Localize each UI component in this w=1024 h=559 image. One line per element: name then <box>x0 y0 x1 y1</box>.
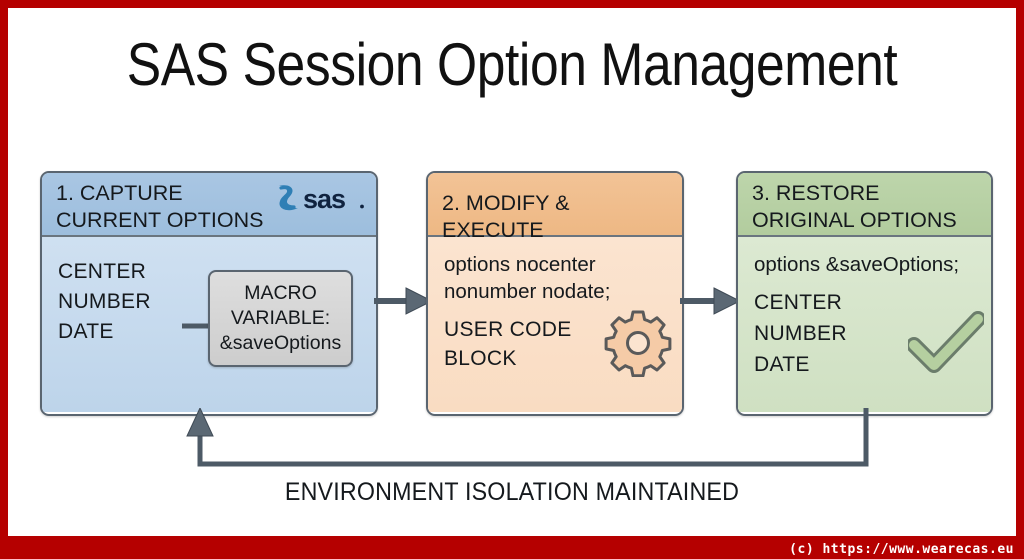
watermark-text: (c) https://www.wearecas.eu <box>789 542 1014 557</box>
stage3-header: 3. RESTORE ORIGINAL OPTIONS <box>738 173 991 237</box>
user-code-line-1: USER CODE <box>444 318 572 341</box>
feedback-loop-arrow <box>186 408 869 467</box>
stage3-options-list: CENTER NUMBER DATE <box>754 287 847 380</box>
stage1-body: CENTER NUMBER DATE MACRO VARIABLE: &save… <box>42 237 376 412</box>
stage3-code-line-1: options &saveOptions; <box>754 253 960 276</box>
svg-text:sas: sas <box>303 184 345 214</box>
connector-arrow-2 <box>680 287 740 315</box>
option-center: CENTER <box>58 260 147 283</box>
sas-logo-icon: sas <box>279 184 364 214</box>
stage1-options-list: CENTER NUMBER DATE <box>58 257 151 347</box>
stage2-code-line-1: options nocenter <box>444 253 596 276</box>
stage-card-modify-execute[interactable]: 2. MODIFY & EXECUTE options nocenter non… <box>426 171 684 416</box>
macro-box-line3: &saveOptions <box>219 332 342 354</box>
page-title: SAS Session Option Management <box>126 31 898 98</box>
stage2-user-code-block-label: USER CODE BLOCK <box>444 315 572 373</box>
option-number: NUMBER <box>58 290 151 313</box>
macro-variable-box[interactable]: MACRO VARIABLE: &saveOptions <box>208 270 353 367</box>
restored-option-center: CENTER <box>754 291 843 314</box>
stage2-code-line-2: nonumber nodate; <box>444 280 611 303</box>
restored-option-number: NUMBER <box>754 322 847 345</box>
connector-arrow-1 <box>374 287 432 315</box>
feedback-loop-label: ENVIRONMENT ISOLATION MAINTAINED <box>284 478 740 506</box>
gear-icon <box>604 310 672 377</box>
stage3-body: options &saveOptions; CENTER NUMBER DATE <box>738 237 991 412</box>
macro-box-line2: VARIABLE: <box>230 307 331 329</box>
stage-card-capture[interactable]: 1. CAPTURE CURRENT OPTIONS sas CENTER NU… <box>40 171 378 416</box>
stage2-header: 2. MODIFY & EXECUTE <box>428 173 682 242</box>
option-date: DATE <box>58 320 114 343</box>
restored-option-date: DATE <box>754 353 810 376</box>
check-icon <box>908 311 984 373</box>
stage1-header: 1. CAPTURE CURRENT OPTIONS <box>42 173 376 237</box>
stage2-body: options nocenter nonumber nodate; USER C… <box>428 237 682 412</box>
diagram-canvas: SAS Session Option Management 1. CAPTURE… <box>8 8 1016 536</box>
macro-box-line1: MACRO <box>244 282 317 304</box>
user-code-line-2: BLOCK <box>444 347 517 370</box>
stage-card-restore[interactable]: 3. RESTORE ORIGINAL OPTIONS options &sav… <box>736 171 993 416</box>
